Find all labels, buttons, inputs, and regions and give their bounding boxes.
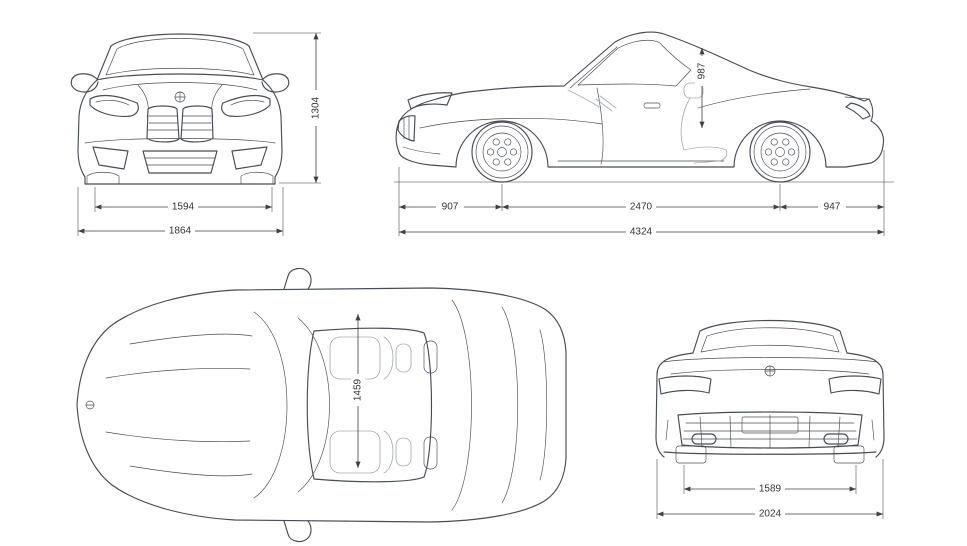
- side-front-wheel: [471, 121, 533, 183]
- rear-plate-recess: [741, 416, 799, 434]
- side-interior-seat: [567, 82, 728, 164]
- front-view-dimensions: 1304 1594 1864: [77, 32, 323, 237]
- top-windshield-cowl: [253, 311, 288, 499]
- top-body-outline: [76, 287, 567, 523]
- side-window: [577, 39, 692, 87]
- top-mirror-lower: [283, 520, 312, 543]
- rear-exhaust-left: [691, 433, 717, 445]
- top-seat-right: [329, 430, 412, 474]
- side-steering-wheel: [595, 95, 617, 112]
- top-cockpit-opening: [306, 327, 433, 483]
- front-view: [70, 33, 290, 185]
- rear-exhaust-right: [823, 433, 849, 445]
- rear-body-side-right: [875, 374, 885, 458]
- side-kidney-grille: [397, 115, 416, 142]
- front-headlight-left: [89, 94, 139, 117]
- dim-label-rear-width: 2024: [759, 509, 782, 520]
- front-body-side-right: [262, 79, 283, 185]
- front-body-side-left: [77, 79, 98, 185]
- side-spoiler-edge: [844, 96, 870, 100]
- bmw-roundel-icon: [85, 400, 95, 410]
- front-shoulder-line: [102, 82, 258, 91]
- rear-body-bottom: [663, 451, 877, 455]
- bmw-roundel-icon: [174, 91, 186, 103]
- front-cowl-line: [96, 73, 264, 81]
- rear-shoulder-right: [846, 352, 884, 376]
- side-door-handle: [643, 102, 661, 109]
- rear-diffuser-mesh: [682, 414, 858, 449]
- rear-width-extension-lines: [656, 459, 884, 519]
- rear-tire-left: [675, 445, 707, 464]
- side-door-seam: [596, 87, 604, 165]
- dim-label-front-track: 1594: [172, 202, 195, 213]
- dim-label-rear-overhang: 947: [824, 202, 841, 213]
- side-character-line: [419, 118, 603, 129]
- front-kidney-grille-right: [180, 105, 214, 143]
- side-bumper-detail: [402, 146, 441, 155]
- top-windshield-header: [297, 317, 330, 493]
- rear-view: [655, 319, 885, 464]
- side-dash-line: [567, 89, 600, 108]
- front-tire-right: [240, 171, 274, 185]
- rear-tire-right: [833, 445, 865, 464]
- dim-label-front-width: 1864: [169, 226, 192, 237]
- front-mirror-left: [70, 73, 99, 93]
- front-center-intake-mesh: [144, 157, 216, 166]
- top-roll-hoop-right: [423, 436, 438, 470]
- dim-label-cabin-width: 1459: [353, 378, 364, 401]
- dim-label-length: 4324: [630, 227, 653, 238]
- front-a-pillars: [96, 45, 264, 81]
- front-height-extension-lines: [253, 32, 321, 184]
- front-windshield: [105, 38, 255, 76]
- side-windshield-inner: [569, 46, 618, 89]
- side-extension-lines: [398, 150, 885, 236]
- dim-label-wheelbase: 2470: [630, 202, 653, 213]
- front-side-intake-left: [92, 146, 129, 170]
- side-headlight: [407, 92, 453, 110]
- side-view-dimensions: 907 2470 947 4324 987: [398, 48, 885, 238]
- rear-shoulder-left: [656, 352, 694, 376]
- side-tail-light: [845, 102, 871, 120]
- side-grille-mesh: [403, 115, 410, 141]
- front-headlight-right: [221, 94, 271, 117]
- rear-reflectors: [665, 419, 875, 441]
- dim-label-front-overhang: 907: [442, 202, 459, 213]
- front-headlight-right-detail: [230, 99, 265, 106]
- front-kidney-grille-left: [146, 105, 180, 143]
- top-roll-hoop-left: [423, 340, 438, 374]
- front-mirror-right: [261, 73, 290, 93]
- top-view: [76, 267, 567, 543]
- side-rear-wheel: [749, 121, 811, 183]
- rear-window: [700, 327, 840, 353]
- front-bumper-line: [84, 138, 276, 144]
- front-headlight-left-detail: [95, 99, 130, 106]
- front-width-extension-lines: [77, 187, 284, 236]
- side-tonneau-seam: [697, 88, 811, 109]
- front-tire-left: [86, 171, 120, 185]
- rear-body-side-left: [655, 374, 665, 458]
- front-side-intake-right: [231, 146, 268, 170]
- dim-label-rear-track: 1589: [759, 484, 782, 495]
- rear-tail-light-left: [658, 375, 712, 395]
- top-seat-left: [329, 336, 412, 380]
- front-center-intake: [142, 150, 218, 174]
- top-hood-creases: [105, 333, 253, 477]
- side-view: [394, 31, 894, 183]
- rear-tail-light-right: [828, 375, 882, 395]
- front-kidney-grille-left-mesh: [147, 115, 180, 131]
- front-kidney-grille-right-mesh: [180, 115, 213, 131]
- dim-label-height: 1304: [311, 96, 322, 119]
- rear-roof-outline: [692, 319, 848, 354]
- rear-view-dimensions: 1589 2024: [656, 459, 884, 520]
- rear-diffuser: [677, 411, 863, 449]
- front-roof-line: [110, 33, 250, 47]
- side-body-silhouette: [395, 31, 885, 168]
- top-view-dimensions: 1459: [351, 314, 365, 468]
- bmw-roundel-icon: [764, 365, 776, 377]
- top-deck-seams: [451, 299, 548, 511]
- dim-label-cabin-height: 987: [697, 62, 708, 79]
- top-mirror-upper: [283, 267, 312, 290]
